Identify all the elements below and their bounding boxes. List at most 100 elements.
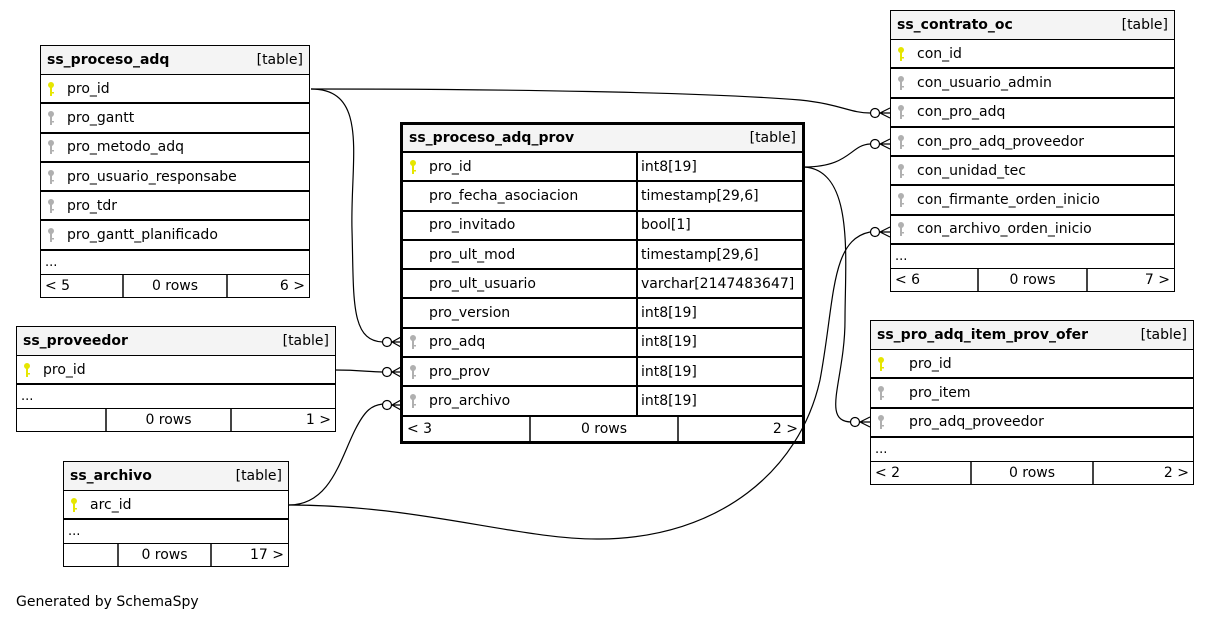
zero-marker (869, 107, 881, 119)
column-name: pro_archivo (429, 393, 511, 410)
column-name: pro_item (909, 384, 971, 401)
foreign-key-icon (897, 75, 907, 91)
column-name-cell: pro_adq_proveedor (871, 409, 1193, 436)
column-name-cell: pro_id (17, 356, 335, 383)
column-row[interactable]: con_pro_adq_proveedor (891, 128, 1174, 158)
column-name: pro_invitado (429, 217, 516, 234)
zero-marker (381, 336, 393, 348)
parents-link[interactable]: < 2 (871, 461, 972, 484)
table-kind: [table] (1121, 17, 1168, 33)
children-link[interactable]: 7 > (1144, 272, 1170, 289)
more-columns: ... (871, 438, 1193, 462)
table-footer: < 5 0 rows 6 > (41, 274, 309, 297)
table-name: ss_pro_adq_item_prov_ofer (877, 327, 1089, 343)
table-ss-archivo[interactable]: ss_archivo [table] arc_id ... 0 rows 17 … (63, 461, 289, 568)
column-type: timestamp[29,6] (636, 240, 802, 269)
more-columns: ... (64, 520, 288, 545)
parents-link[interactable]: < 3 (403, 416, 531, 441)
parents-link[interactable]: < 6 (891, 269, 979, 292)
column-row[interactable]: pro_tdr (41, 192, 309, 222)
parents-link[interactable] (64, 544, 119, 567)
column-name-cell: con_firmante_orden_inicio (891, 186, 1174, 213)
column-row[interactable]: con_id (891, 40, 1174, 70)
column-row[interactable]: con_firmante_orden_inicio (891, 186, 1174, 216)
column-name: pro_prov (429, 363, 491, 380)
table-footer: < 3 0 rows 2 > (403, 416, 802, 441)
column-name: pro_fecha_asociacion (429, 187, 579, 204)
table-name: ss_contrato_oc (897, 17, 1013, 33)
column-row[interactable]: pro_metodo_adq (41, 134, 309, 163)
parents-link[interactable]: < 5 (41, 274, 124, 297)
edge-prov-to-contrato-pro-adq-proveedor (803, 143, 871, 168)
column-row[interactable]: con_unidad_tec (891, 157, 1174, 187)
column-row[interactable]: pro_id (17, 356, 335, 386)
column-type: int8[19] (636, 387, 802, 415)
foreign-key-icon (47, 198, 57, 214)
column-row[interactable]: pro_usuario_responsabe (41, 163, 309, 193)
column-row[interactable]: con_usuario_admin (891, 69, 1174, 99)
column-name-cell: pro_gantt (41, 104, 309, 131)
column-row[interactable]: pro_id (41, 75, 309, 105)
column-row[interactable]: arc_id (64, 491, 288, 521)
column-row[interactable]: pro_item (871, 379, 1193, 409)
column-name-cell: pro_archivo (403, 387, 636, 414)
column-row[interactable]: con_pro_adq (891, 99, 1174, 128)
table-kind: [table] (1140, 327, 1187, 343)
row-count: 0 rows (979, 269, 1088, 292)
row-count: 0 rows (119, 544, 212, 567)
column-type: int8[19] (636, 328, 802, 357)
column-name: con_archivo_orden_inicio (917, 221, 1092, 238)
table-ss-contrato-oc[interactable]: ss_contrato_oc [table] con_id con_usuario… (890, 10, 1175, 293)
children-link[interactable]: 2 > (772, 420, 798, 437)
foreign-key-icon (897, 134, 907, 150)
table-ss-proveedor[interactable]: ss_proveedor [table] pro_id ... 0 rows 1… (16, 326, 336, 433)
foreign-key-icon (409, 393, 419, 409)
parents-link[interactable] (17, 409, 107, 432)
column-name: pro_gantt_planificado (67, 227, 218, 244)
column-row[interactable]: pro_archivo int8[19] (403, 387, 802, 417)
zero-marker (381, 399, 393, 411)
column-name-cell: pro_version (403, 299, 636, 326)
table-header: ss_archivo [table] (64, 462, 288, 491)
more-columns: ... (891, 245, 1174, 270)
table-ss-pro-adq-item-prov-ofer[interactable]: ss_pro_adq_item_prov_ofer [table] pro_id… (870, 320, 1194, 485)
children-link[interactable]: 6 > (279, 277, 305, 294)
column-name: con_pro_adq_proveedor (917, 133, 1085, 150)
children-link[interactable]: 2 > (1163, 464, 1189, 481)
column-row[interactable]: pro_gantt (41, 104, 309, 134)
column-name: pro_id (909, 355, 952, 372)
column-row[interactable]: pro_gantt_planificado (41, 221, 309, 251)
children-link[interactable]: 17 > (250, 547, 284, 564)
column-name: con_unidad_tec (917, 162, 1026, 179)
column-name-cell: pro_ult_usuario (403, 270, 636, 297)
column-name: pro_metodo_adq (67, 139, 185, 156)
table-header: ss_proceso_adq_prov [table] (403, 125, 802, 153)
children-link[interactable]: 1 > (305, 412, 331, 429)
foreign-key-icon (47, 110, 57, 126)
column-name: pro_gantt (67, 109, 135, 126)
table-kind: [table] (235, 468, 282, 484)
column-row[interactable]: con_archivo_orden_inicio (891, 216, 1174, 246)
table-header: ss_pro_adq_item_prov_ofer [table] (871, 321, 1193, 350)
column-row[interactable]: pro_adq_proveedor (871, 409, 1193, 438)
column-name-cell: pro_id (41, 75, 309, 102)
column-name: con_id (917, 45, 962, 62)
foreign-key-icon (897, 192, 907, 208)
table-kind: [table] (749, 130, 796, 146)
column-name-cell: pro_adq (403, 329, 636, 356)
row-count: 0 rows (107, 409, 232, 432)
column-row[interactable]: pro_id (871, 350, 1193, 380)
edge-proceso-adq-to-prov-pro-adq (310, 88, 385, 343)
column-name-cell: con_pro_adq_proveedor (891, 128, 1174, 155)
